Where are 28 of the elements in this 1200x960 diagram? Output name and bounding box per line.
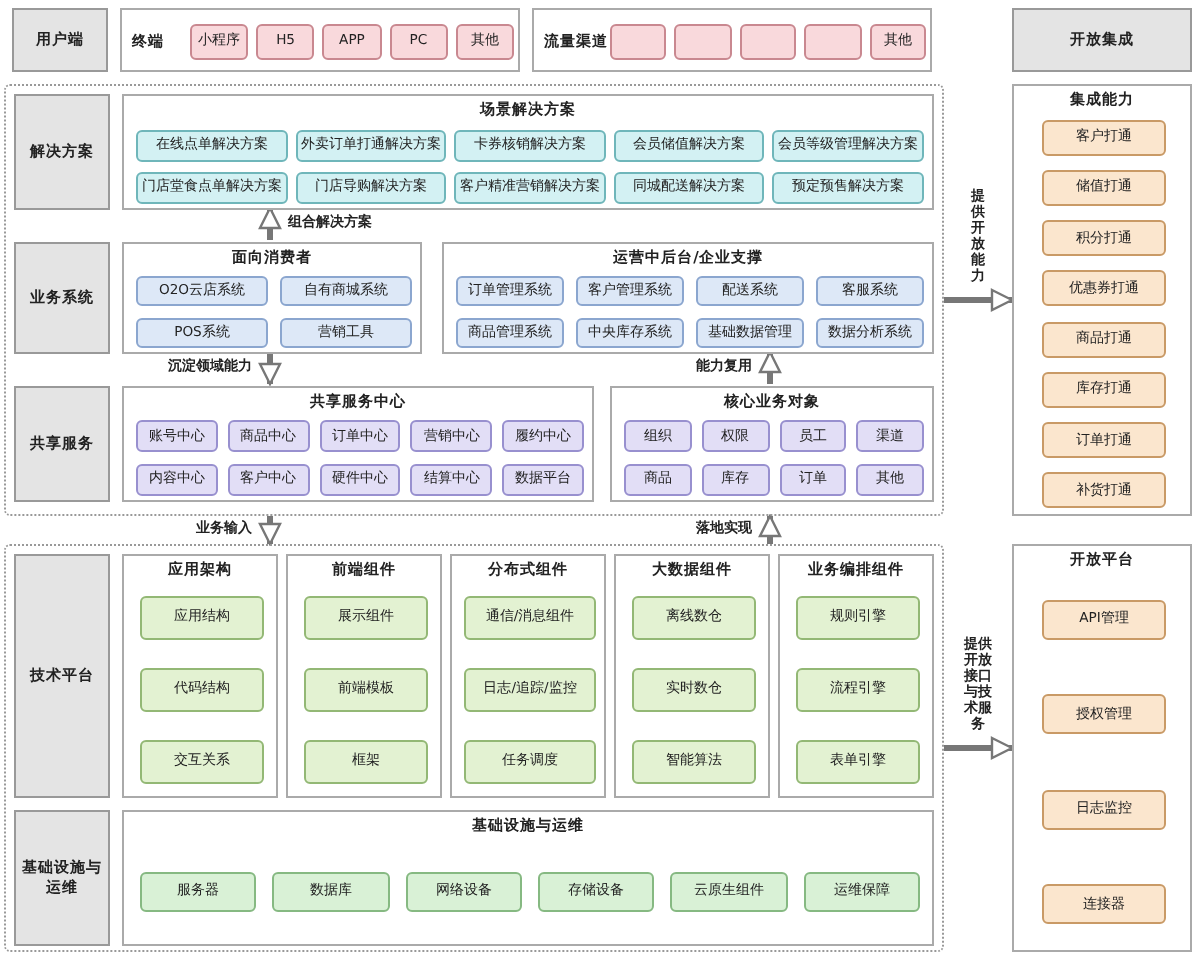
module-box (674, 24, 732, 60)
group-panel (120, 8, 520, 72)
block-arrow (258, 206, 282, 240)
group-panel (122, 242, 422, 354)
group-panel (122, 94, 934, 210)
block-arrow (944, 288, 1014, 312)
block-arrow (758, 350, 782, 384)
module-box (610, 24, 667, 60)
group-panel (122, 554, 278, 798)
block-arrow (758, 514, 782, 544)
group-panel (450, 554, 606, 798)
group-panel (1012, 544, 1192, 952)
block-arrow (258, 516, 282, 546)
block-arrow (258, 352, 282, 386)
module-box (804, 24, 862, 60)
block-arrow (944, 736, 1014, 760)
group-panel (778, 554, 934, 798)
group-panel (610, 386, 934, 502)
dotted-region-frame (4, 84, 944, 516)
module-box (739, 24, 797, 60)
group-panel (614, 554, 770, 798)
group-panel (442, 242, 934, 354)
dotted-region-frame (4, 544, 944, 952)
group-panel (122, 386, 594, 502)
group-panel (532, 8, 932, 72)
group-panel (286, 554, 442, 798)
group-panel (122, 810, 934, 946)
group-panel (1012, 84, 1192, 516)
